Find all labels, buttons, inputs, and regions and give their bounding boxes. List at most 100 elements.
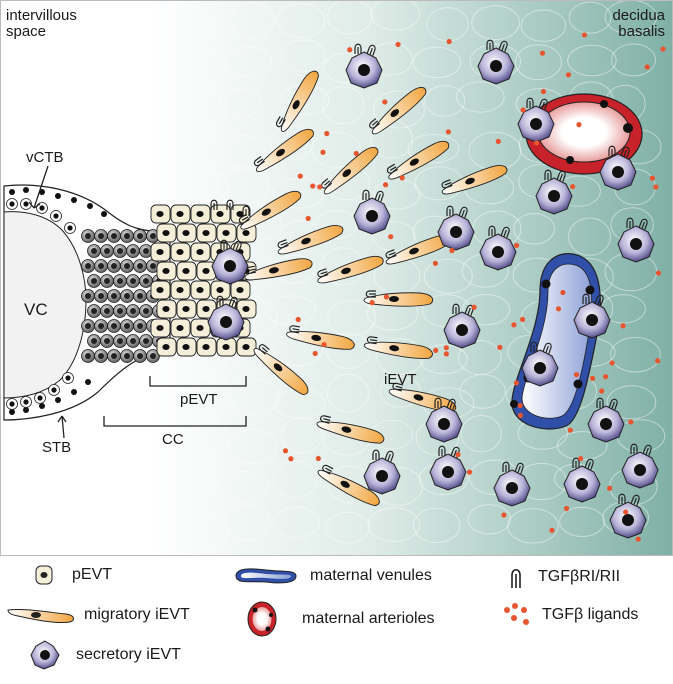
tgfb-receptor [542, 342, 552, 354]
receptor-icon [511, 568, 521, 588]
stb-nuclei [9, 187, 107, 415]
tgfb-receptor [384, 450, 394, 462]
legend-label-tgfb-receptor: TGFβRI/RII [538, 568, 621, 585]
ligand-dot [310, 183, 316, 189]
tgfb-receptor [446, 398, 456, 410]
label-cc: CC [162, 431, 184, 448]
legend-item-pevt: pEVT [34, 564, 112, 586]
secretory-ievt-cell [429, 445, 467, 491]
tgfb-receptor [276, 115, 286, 128]
stb-nucleus [9, 409, 15, 415]
ligand-dot [644, 64, 650, 70]
ligand-dot [471, 304, 477, 310]
ligand-dot [578, 455, 584, 462]
ligand-dot [513, 380, 520, 386]
tgfb-receptor [216, 295, 224, 306]
tgfb-receptor [317, 268, 329, 278]
tgfb-receptor [354, 43, 362, 54]
tgfb-receptor [277, 239, 289, 249]
ligand-dot [312, 350, 318, 357]
secretory-ievt-cell [477, 39, 515, 85]
pevt-bracket [149, 376, 247, 387]
tgfb-receptor [366, 44, 376, 56]
tgfb-receptor [526, 97, 534, 108]
legend: pEVT migratory iEVT secretory iEVT mater… [0, 556, 673, 684]
tgfb-receptor [608, 145, 616, 156]
cc-bracket [103, 416, 247, 427]
tgfb-receptor [322, 464, 334, 475]
ligand-dot [388, 234, 394, 240]
ligand-dot [563, 505, 570, 512]
ligand-dot [519, 316, 526, 323]
secretory-ievt-cell [363, 449, 401, 495]
ligand-dot [382, 182, 389, 188]
ligand-dot [320, 149, 326, 155]
ligand-dot [602, 374, 609, 380]
tgfb-receptor [514, 462, 524, 474]
ligand-dot [288, 456, 294, 462]
secretory-ievt-cell [437, 205, 475, 251]
secretory-ievt-cell [493, 461, 531, 507]
tgfb-receptor [392, 382, 404, 392]
ligand-dot [324, 130, 330, 137]
secretory-ievt-cell [425, 397, 463, 443]
annotation-lines [28, 165, 247, 439]
migratory-ievt-cell [441, 165, 508, 195]
ligand-dot [533, 140, 540, 146]
tgfb-receptor [618, 493, 626, 504]
ligand-dot [495, 138, 501, 144]
ligand-dot [628, 419, 634, 425]
secretory-ievt-cell [599, 145, 637, 191]
stb-nucleus [39, 403, 45, 409]
ligand-dot [589, 375, 596, 381]
ligand-dot [369, 300, 375, 306]
ligand-dot [609, 360, 615, 366]
tgfb-receptor [556, 170, 566, 182]
secretory-ievt-icon [30, 640, 60, 670]
tgfb-receptor [385, 249, 397, 259]
ligand-dot [599, 388, 605, 394]
ligand-dot [623, 509, 629, 515]
legend-label-secretory-ievt: secretory iEVT [76, 646, 181, 663]
ligand-dot [660, 46, 666, 52]
ligand-dot [555, 306, 562, 312]
ligand-dot [607, 485, 613, 491]
secretory-ievt-cell [353, 189, 391, 235]
stb-nucleus [23, 187, 29, 193]
tgfb-receptor [210, 199, 218, 210]
tgfb-receptor [372, 449, 380, 460]
secretory-ievt-cell [563, 457, 601, 503]
stb-nucleus [71, 197, 77, 203]
ligand-dot [539, 50, 546, 56]
tgfb-receptor [450, 446, 460, 458]
tgfb-receptor [502, 461, 510, 472]
ligand-dot [620, 323, 626, 329]
tgfb-receptor [446, 205, 454, 216]
ligand-dot [432, 260, 438, 266]
secretory-ievt-cell [573, 293, 611, 339]
tgfb-receptor [464, 304, 474, 316]
label-decidua-basalis: decidua basalis [612, 7, 665, 40]
label-vc: VC [24, 300, 48, 319]
legend-label-pevt: pEVT [72, 566, 113, 583]
secretory-ievt-cells [207, 39, 659, 539]
stb-nucleus [23, 407, 29, 413]
secretory-ievt-cell [521, 341, 559, 387]
tgfb-receptor [452, 303, 460, 314]
secretory-ievt-cell [443, 303, 481, 349]
ligand-dot [560, 289, 566, 296]
tgfb-ligands [282, 32, 666, 542]
tgfb-receptor [538, 98, 548, 110]
ligand-dot [570, 183, 576, 190]
tgfb-receptor [220, 239, 228, 250]
stb-nucleus [87, 203, 93, 209]
migratory-ievt-cell [317, 255, 384, 284]
migratory-ievt-cells [238, 70, 508, 507]
tgfb-receptor [253, 155, 265, 167]
ligand-dot [567, 427, 573, 433]
tgfb-receptor [572, 457, 580, 468]
label-ievt: iEVT [384, 371, 417, 388]
tgfb-receptor [434, 397, 442, 408]
tgfb-receptor [238, 213, 251, 224]
ligand-dot [649, 175, 655, 181]
